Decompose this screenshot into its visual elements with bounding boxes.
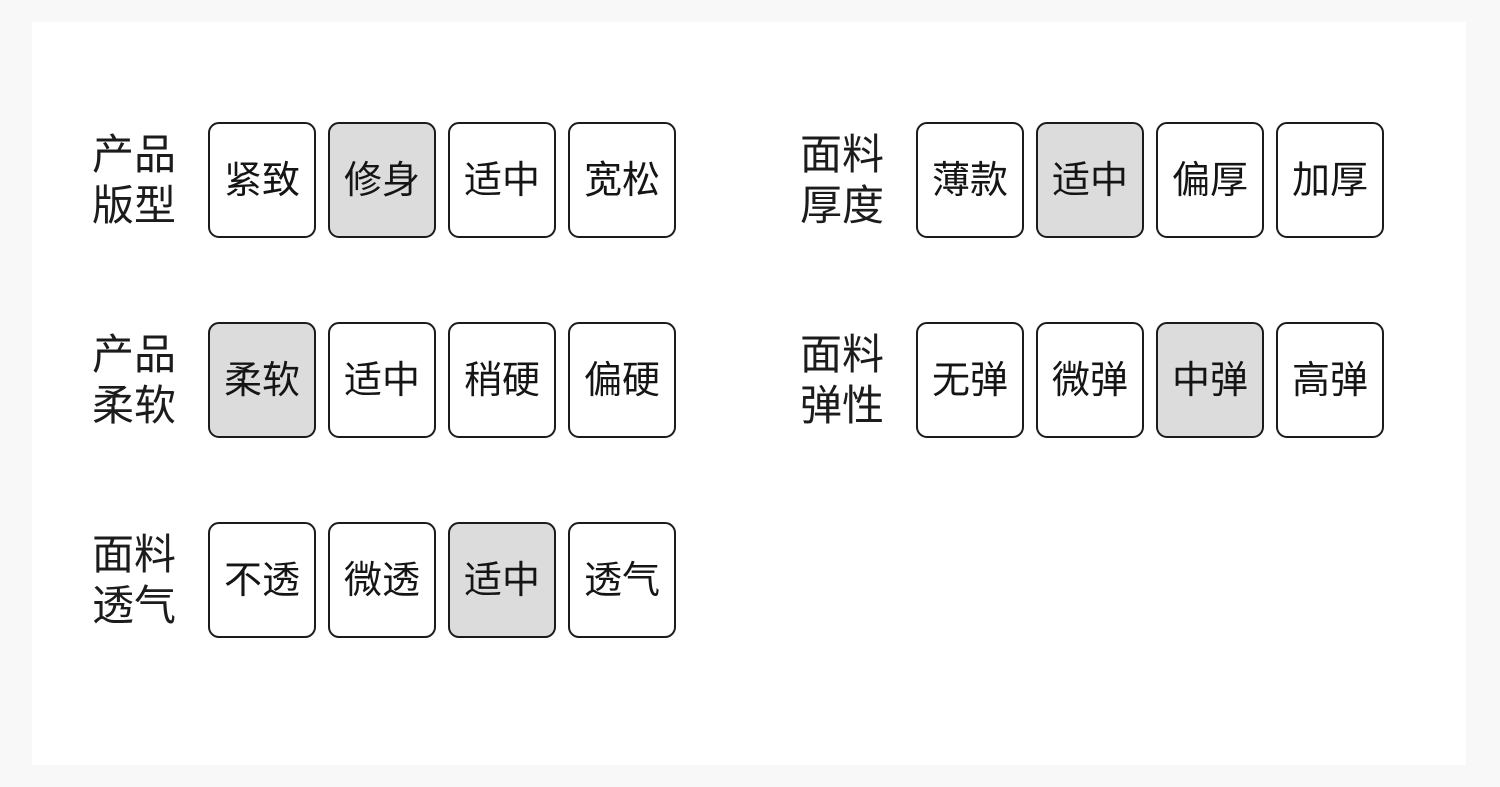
option-chip-product-fit-2[interactable]: 适中 (448, 122, 556, 238)
attribute-row-product-softness: 产品 柔软 柔软 适中 稍硬 偏硬 (92, 319, 676, 441)
attribute-label-fabric-thickness: 面料 厚度 (800, 130, 885, 230)
attribute-row-fabric-breathability: 面料 透气 不透 微透 适中 透气 (92, 519, 676, 641)
attribute-label-product-softness: 产品 柔软 (92, 330, 177, 430)
option-chip-product-softness-3[interactable]: 偏硬 (568, 322, 676, 438)
option-chip-fabric-elasticity-3[interactable]: 高弹 (1276, 322, 1384, 438)
option-chip-fabric-breathability-0[interactable]: 不透 (208, 522, 316, 638)
option-chip-product-softness-0[interactable]: 柔软 (208, 322, 316, 438)
option-chip-product-softness-1[interactable]: 适中 (328, 322, 436, 438)
option-chip-fabric-elasticity-0[interactable]: 无弹 (916, 322, 1024, 438)
attribute-columns: 产品 版型 紧致 修身 适中 宽松 产品 柔软 柔软 适中 稍硬 偏硬 (32, 22, 1466, 765)
attribute-row-fabric-elasticity: 面料 弹性 无弹 微弹 中弹 高弹 (800, 319, 1384, 441)
option-group-product-fit: 紧致 修身 适中 宽松 (208, 122, 676, 238)
attribute-label-fabric-breathability: 面料 透气 (92, 530, 177, 630)
option-chip-fabric-thickness-2[interactable]: 偏厚 (1156, 122, 1264, 238)
option-chip-fabric-elasticity-2[interactable]: 中弹 (1156, 322, 1264, 438)
option-group-fabric-breathability: 不透 微透 适中 透气 (208, 522, 676, 638)
attribute-row-fabric-thickness: 面料 厚度 薄款 适中 偏厚 加厚 (800, 119, 1384, 241)
attribute-label-fabric-elasticity: 面料 弹性 (800, 330, 885, 430)
option-chip-fabric-thickness-1[interactable]: 适中 (1036, 122, 1144, 238)
option-chip-fabric-elasticity-1[interactable]: 微弹 (1036, 322, 1144, 438)
attribute-selector-card: 产品 版型 紧致 修身 适中 宽松 产品 柔软 柔软 适中 稍硬 偏硬 (32, 22, 1466, 765)
option-group-product-softness: 柔软 适中 稍硬 偏硬 (208, 322, 676, 438)
option-chip-fabric-breathability-1[interactable]: 微透 (328, 522, 436, 638)
option-chip-product-fit-0[interactable]: 紧致 (208, 122, 316, 238)
option-chip-product-fit-3[interactable]: 宽松 (568, 122, 676, 238)
option-chip-fabric-breathability-2[interactable]: 适中 (448, 522, 556, 638)
option-group-fabric-elasticity: 无弹 微弹 中弹 高弹 (916, 322, 1384, 438)
option-chip-product-softness-2[interactable]: 稍硬 (448, 322, 556, 438)
option-chip-product-fit-1[interactable]: 修身 (328, 122, 436, 238)
attribute-label-product-fit: 产品 版型 (92, 130, 177, 230)
attribute-row-product-fit: 产品 版型 紧致 修身 适中 宽松 (92, 119, 676, 241)
option-group-fabric-thickness: 薄款 适中 偏厚 加厚 (916, 122, 1384, 238)
option-chip-fabric-breathability-3[interactable]: 透气 (568, 522, 676, 638)
option-chip-fabric-thickness-0[interactable]: 薄款 (916, 122, 1024, 238)
option-chip-fabric-thickness-3[interactable]: 加厚 (1276, 122, 1384, 238)
